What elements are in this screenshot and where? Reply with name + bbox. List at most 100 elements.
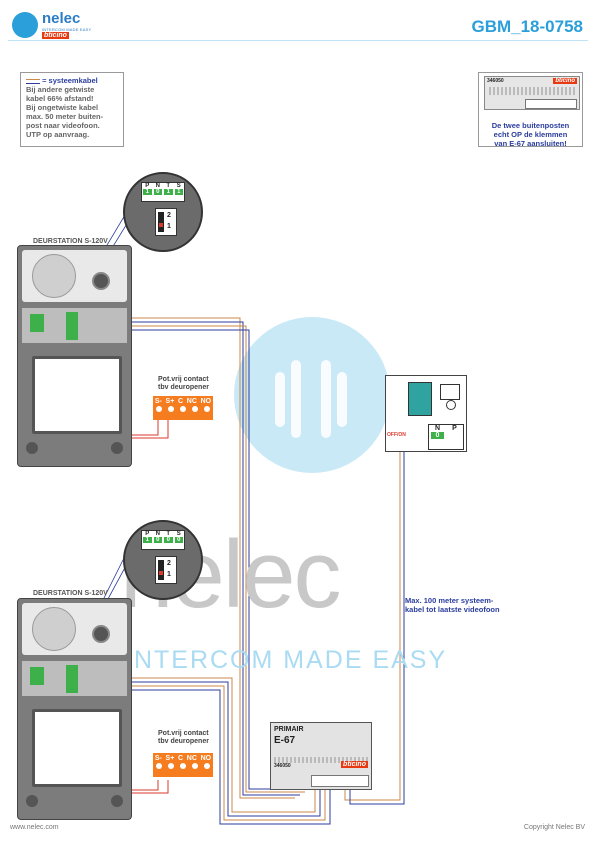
legend-line: post naar videofoon. — [26, 121, 100, 130]
legend-line: Bij andere getwiste — [26, 85, 95, 94]
footer-url[interactable]: www.nelec.com — [10, 824, 59, 831]
terminal-label: S+ — [165, 755, 175, 762]
jumper-label-1: 1 — [167, 571, 171, 578]
station2-nameplate — [32, 709, 122, 787]
contact1-title: Pot.vrij contact tbv deuropener — [158, 376, 209, 391]
dip-switch-block: P N T S 1 0 1 1 — [141, 182, 185, 202]
jumper-switch: 2 1 — [155, 556, 177, 584]
station1-top-panel — [22, 250, 127, 302]
terminal-screw — [156, 763, 162, 769]
legend-title: = systeemkabel — [26, 76, 118, 85]
terminal-screw — [168, 406, 174, 412]
power-supply-e67: PRIMAIR E-67 346050 bticino — [270, 722, 372, 790]
contact2-block: S- S+ C NC NO — [153, 753, 213, 777]
station2-terminal-area — [22, 661, 127, 696]
header-divider — [8, 40, 588, 41]
watermark-bars — [275, 360, 347, 438]
document-id: GBM_18-0758 — [471, 17, 583, 36]
speaker-icon — [32, 607, 76, 651]
terminal-label: S- — [154, 755, 162, 762]
screw-icon — [111, 795, 123, 807]
terminal-block-green — [66, 665, 78, 693]
cable-legend-icon — [26, 78, 40, 84]
monitor-dip: N P 0 — [428, 424, 464, 450]
mini-psu-terminals — [525, 99, 577, 109]
monitor-terminal-block — [408, 382, 432, 416]
terminal-label: NC — [186, 755, 197, 762]
terminal-screw — [204, 763, 210, 769]
terminal-screw — [192, 763, 198, 769]
psu-brand: bticino — [341, 761, 368, 768]
terminal-block-green — [66, 312, 78, 340]
dip-switch-block: P N T S 1 0 0 0 — [141, 530, 185, 550]
brand-tagline: INTERCOM MADE EASY — [42, 27, 92, 32]
station1-terminal-area — [22, 308, 127, 343]
psu-grill — [274, 757, 368, 763]
top-right-note-box: 346050 bticino De twee buitenposten echt… — [478, 72, 583, 148]
jumper-label-2: 2 — [167, 560, 171, 567]
screw-icon — [111, 442, 123, 454]
camera-icon — [92, 625, 110, 643]
terminal-label: C — [178, 398, 184, 405]
watermark-sub: INTERCOM MADE EASY — [125, 646, 448, 674]
dip-zoom-circle-1: P N T S 1 0 1 1 2 1 — [123, 172, 203, 252]
nelec-logo-icon — [12, 12, 38, 38]
mini-psu-grill — [489, 87, 575, 95]
system-cable-2 — [82, 677, 331, 825]
legend-line: Bij ongetwiste kabel — [26, 103, 99, 112]
jumper-indicator — [159, 223, 163, 227]
dial-icon — [446, 400, 456, 410]
psu-primair-label: PRIMAIR — [274, 726, 304, 733]
dip-zoom-circle-2: P N T S 1 0 0 0 2 1 — [123, 520, 203, 600]
terminal-label: NC — [186, 398, 197, 405]
jumper-body — [158, 212, 164, 232]
legend-line: max. 50 meter buiten- — [26, 112, 104, 121]
top-right-note: De twee buitenposten echt OP de klemmen … — [491, 121, 570, 148]
screen-icon — [440, 384, 460, 400]
camera-icon — [92, 272, 110, 290]
terminal-block-green — [30, 667, 44, 685]
bticino-logo: bticino — [42, 32, 69, 39]
mini-psu-part: 346050 — [487, 78, 504, 84]
screw-icon — [26, 795, 38, 807]
watermark-circle — [234, 317, 390, 473]
terminal-screw — [156, 406, 162, 412]
off-on-label: OFF/ON — [387, 432, 406, 438]
station1-nameplate — [32, 356, 122, 434]
terminal-label: C — [178, 755, 184, 762]
legend-note-box: = systeemkabel Bij andere getwiste kabel… — [20, 72, 124, 147]
jumper-body — [158, 560, 164, 580]
psu-model: E-67 — [274, 735, 296, 746]
videophone-monitor: OFF/ON N P 0 — [385, 375, 467, 452]
jumper-label-2: 2 — [167, 212, 171, 219]
legend-line: UTP op aanvraag. — [26, 130, 90, 139]
brand-name: nelec — [42, 10, 81, 27]
screw-icon — [26, 442, 38, 454]
terminal-block-green — [30, 314, 44, 332]
jumper-indicator — [159, 571, 163, 575]
station1-title: DEURSTATION S-120V — [33, 238, 108, 245]
terminal-screw — [180, 763, 186, 769]
terminal-label: S- — [154, 398, 162, 405]
jumper-switch: 2 1 — [155, 208, 177, 236]
contact1-block: S- S+ C NC NO — [153, 396, 213, 420]
footer-copyright: Copyright Nelec BV — [523, 824, 585, 831]
terminal-screw — [204, 406, 210, 412]
speaker-icon — [32, 254, 76, 298]
terminal-label: S+ — [165, 398, 175, 405]
station2-top-panel — [22, 603, 127, 655]
terminal-screw — [192, 406, 198, 412]
legend-line: kabel 66% afstand! — [26, 94, 94, 103]
door-station-1 — [17, 245, 132, 467]
jumper-label-1: 1 — [167, 223, 171, 230]
contact2-title: Pot.vrij contact tbv deuropener — [158, 730, 209, 745]
mini-psu: 346050 bticino — [484, 76, 580, 110]
psu-part-no: 346050 — [274, 763, 291, 769]
terminal-screw — [180, 406, 186, 412]
station2-title: DEURSTATION S-120V — [33, 590, 108, 597]
door-station-2 — [17, 598, 132, 820]
terminal-screw — [168, 763, 174, 769]
terminal-label: NO — [200, 398, 212, 405]
mini-psu-brand: bticino — [553, 78, 577, 84]
terminal-label: NO — [200, 755, 212, 762]
